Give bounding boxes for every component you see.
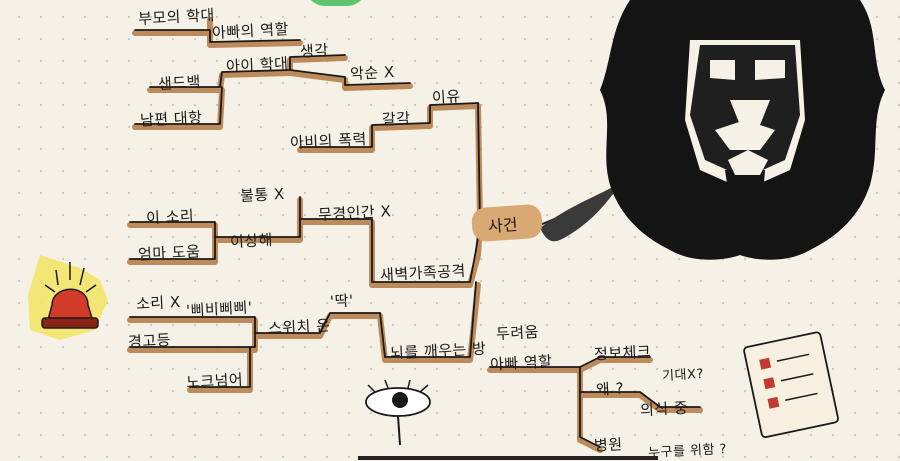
- node-expect-x: 기대X?: [661, 366, 705, 385]
- node-husband-resist: 남편 대항: [139, 108, 203, 130]
- node-no-comm-x: 불통 X: [239, 184, 286, 206]
- node-vicious-x: 악순 X: [349, 62, 396, 84]
- node-father-violence: 아비의 폭력: [289, 130, 368, 152]
- node-beep: '삐비삐삐': [185, 298, 253, 320]
- node-switch-on: 스위치 온: [267, 316, 331, 338]
- node-sandbag: 샌드백: [157, 72, 202, 94]
- node-sound-x: 소리 X: [135, 292, 182, 314]
- root-node: 사건: [487, 214, 519, 237]
- node-info-check: 정보체크: [593, 342, 652, 364]
- node-warning-light: 경고등: [127, 330, 172, 352]
- node-ttak: '딱': [329, 291, 355, 311]
- node-for-whom: 누구를 위함 ?: [647, 441, 728, 461]
- smoke-swoosh: [540, 183, 620, 242]
- node-thought: 생각: [299, 41, 330, 61]
- node-knock: 노크넘어: [185, 370, 244, 392]
- node-parent-abuse: 부모의 학대: [137, 6, 216, 28]
- node-reason: 이유: [431, 87, 462, 107]
- node-why: 왜 ?: [595, 379, 625, 399]
- green-blob: [305, 0, 367, 6]
- node-dad-role-2: 아빠 역할: [489, 352, 553, 374]
- node-dawn-family-attack: 새벽가족공격: [379, 261, 467, 285]
- lion-head-illustration: [600, 0, 885, 260]
- siren-illustration: [28, 255, 108, 340]
- node-fear: 두려움: [495, 322, 540, 344]
- node-illusion: 갈각: [381, 109, 412, 129]
- checklist-illustration: [743, 331, 839, 438]
- node-hospital: 병원: [593, 435, 624, 455]
- bottom-scrollbar[interactable]: [358, 456, 658, 460]
- eye-on-stick-illustration: [365, 379, 431, 446]
- node-mom-help: 엄마 도움: [137, 242, 201, 264]
- node-this-sound: 이 소리: [145, 206, 195, 228]
- node-conscious: 의식 중: [639, 398, 689, 420]
- node-inhuman-x: 무경인간 X: [317, 202, 392, 224]
- node-strange: 이상해: [229, 230, 274, 252]
- node-dad-role: 아빠의 역할: [211, 20, 290, 42]
- node-child-abuse: 아이 학대: [225, 54, 289, 76]
